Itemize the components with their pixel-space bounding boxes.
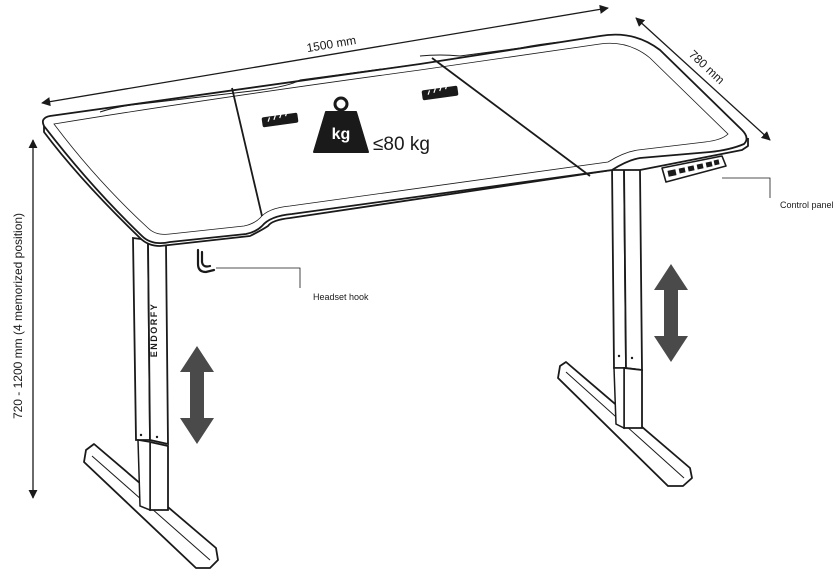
- desk-top: [41, 33, 749, 247]
- height-adjust-arrow-left: [180, 346, 214, 444]
- left-leg: ENDORFY: [83, 236, 219, 569]
- weight-badge-text: kg: [332, 126, 351, 143]
- headset-hook: Headset hook: [196, 248, 369, 302]
- leg-brand-logo: ENDORFY: [149, 303, 159, 358]
- cable-grommet-left: [261, 111, 299, 128]
- height-dimension: 720 - 1200 mm (4 memorized position): [11, 139, 38, 499]
- height-adjust-arrow-right: [654, 264, 688, 362]
- cable-grommet-right: [421, 84, 459, 101]
- weight-icon: kg: [313, 96, 369, 153]
- max-load-label: ≤80 kg: [373, 134, 430, 155]
- control-panel-label: Control panel: [780, 200, 834, 210]
- max-load: kg ≤80 kg: [313, 96, 430, 155]
- headset-hook-label: Headset hook: [313, 292, 369, 302]
- control-panel: Control panel: [661, 155, 834, 210]
- height-label: 720 - 1200 mm (4 memorized position): [11, 213, 25, 419]
